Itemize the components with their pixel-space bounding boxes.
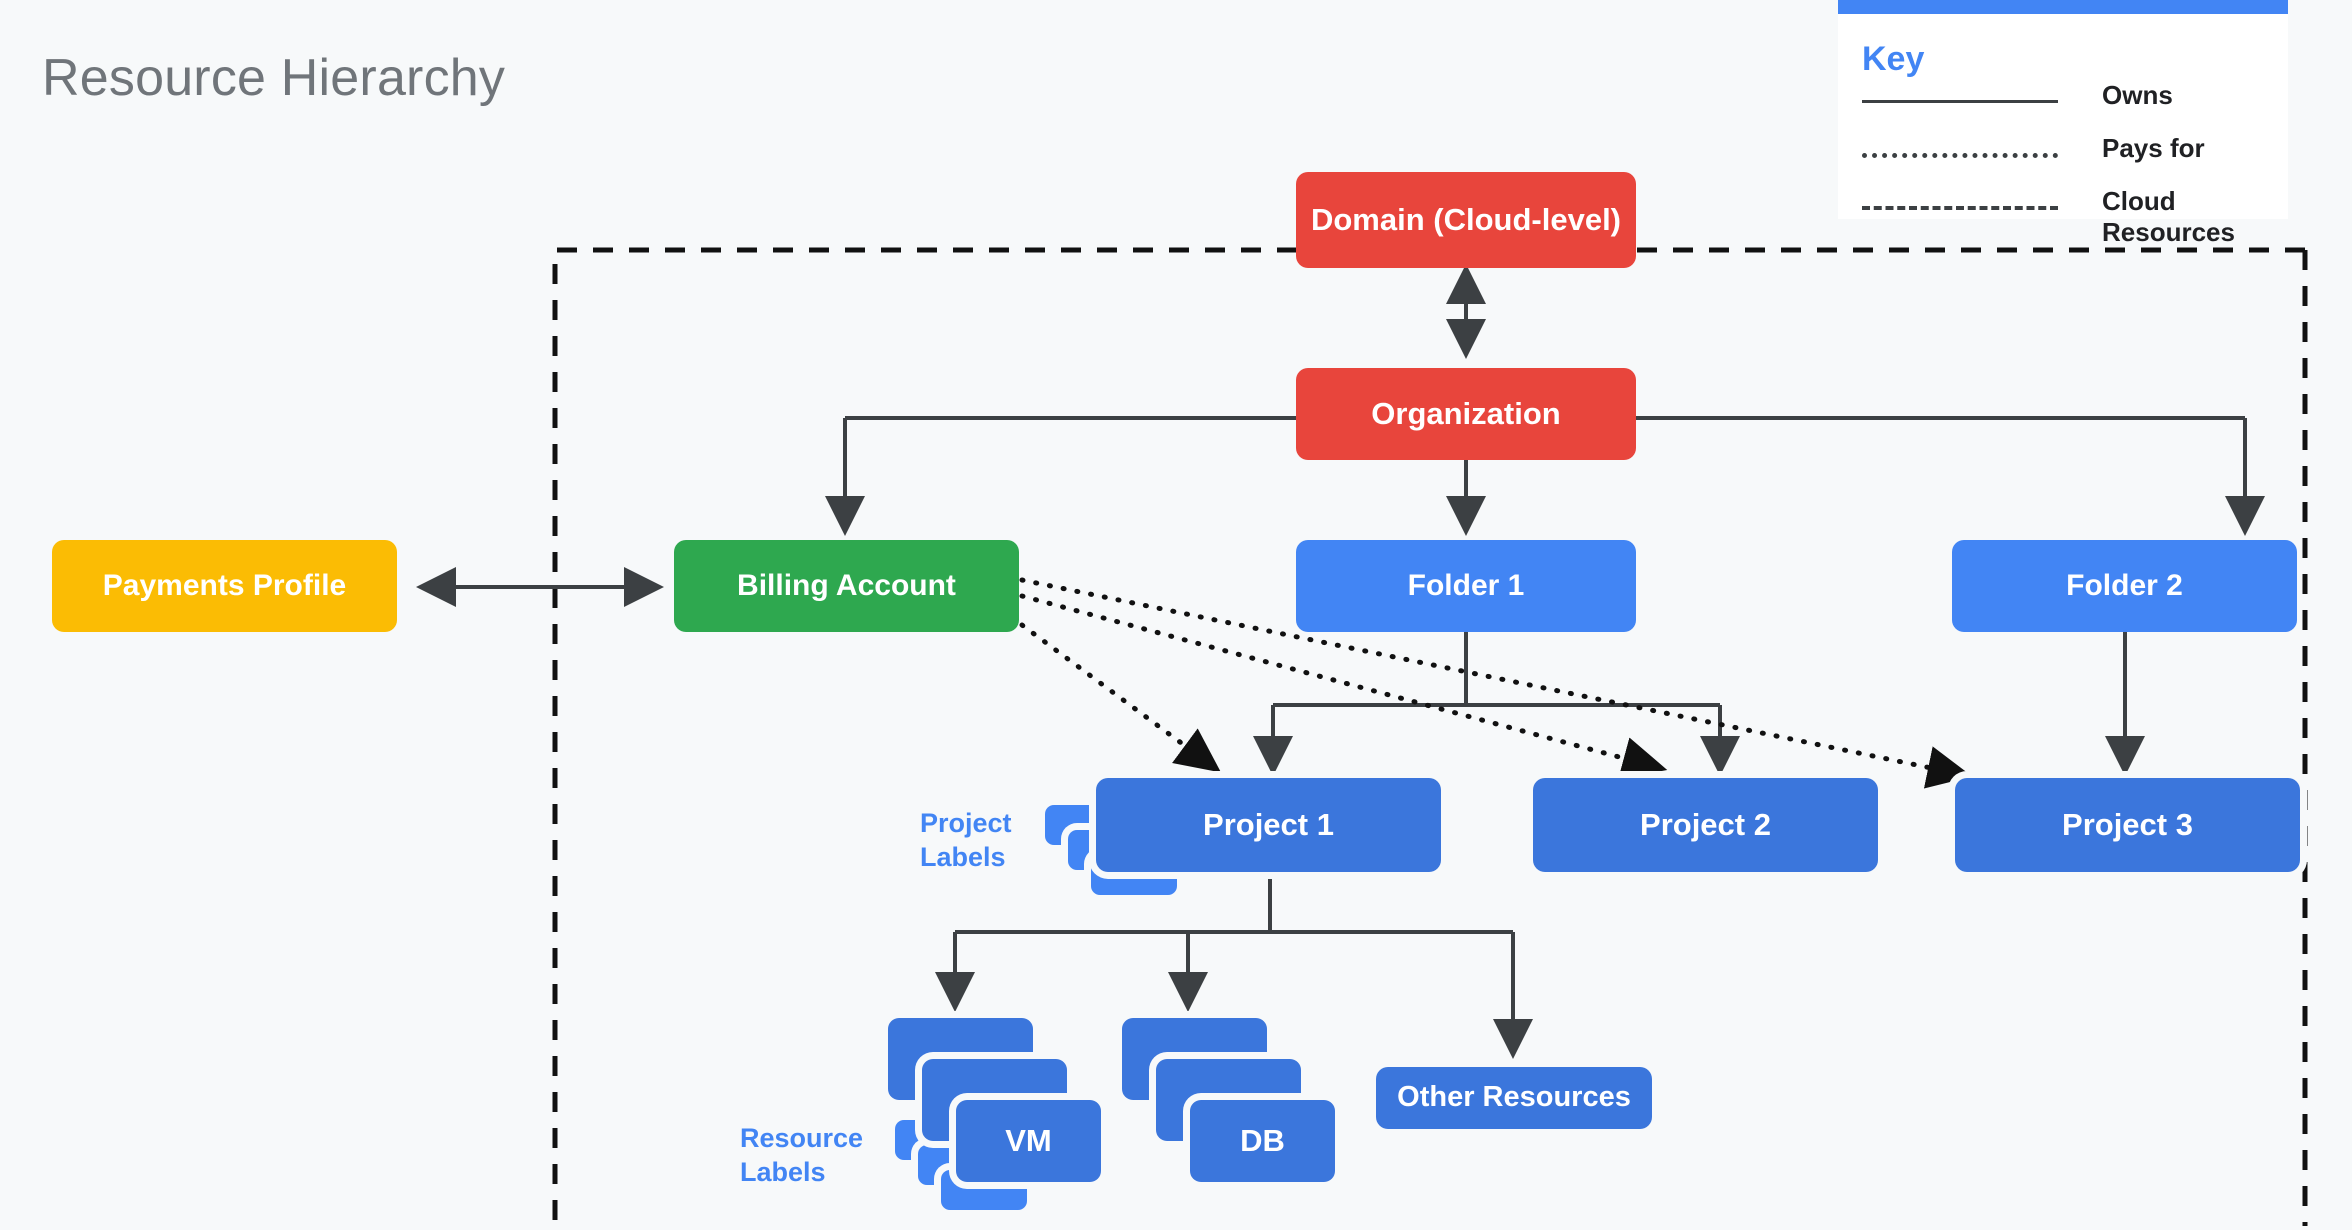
- owns-line-icon: [1862, 100, 2058, 103]
- db-card-front: DB: [1190, 1100, 1335, 1182]
- vm-label: VM: [1005, 1123, 1052, 1158]
- node-billing-account-label: Billing Account: [737, 568, 956, 602]
- node-billing-account[interactable]: Billing Account: [674, 540, 1019, 632]
- node-domain-label: Domain (Cloud-level): [1310, 202, 1621, 238]
- node-payments-profile[interactable]: Payments Profile: [52, 540, 397, 632]
- node-domain[interactable]: Domain (Cloud-level): [1296, 172, 1636, 268]
- edge-pays-project2: [1019, 593, 1668, 779]
- resource-db-stack[interactable]: DB: [1122, 1018, 1362, 1188]
- node-payments-profile-label: Payments Profile: [102, 568, 347, 602]
- node-folder-2-label: Folder 2: [2066, 568, 2183, 602]
- node-folder-2[interactable]: Folder 2: [1952, 540, 2297, 632]
- key-row-cloud-resources: Cloud Resources: [1862, 186, 2266, 247]
- page-title: Resource Hierarchy: [42, 49, 506, 107]
- node-project-1[interactable]: Project 1: [1096, 778, 1441, 872]
- key-row-owns: Owns: [1862, 80, 2266, 122]
- node-other-resources-label: Other Resources: [1397, 1081, 1631, 1114]
- node-project-2-label: Project 2: [1640, 807, 1771, 843]
- key-label-cloud-resources: Cloud Resources: [2102, 186, 2235, 248]
- project-labels-line-2: Labels: [920, 841, 1006, 872]
- node-organization-label: Organization: [1371, 396, 1561, 432]
- vm-card-front: VM: [956, 1100, 1101, 1182]
- resource-labels-text: Resource Labels: [740, 1122, 900, 1190]
- node-other-resources[interactable]: Other Resources: [1376, 1067, 1652, 1129]
- key-row-pays-for: Pays for: [1862, 133, 2266, 175]
- cloud-resources-line-icon: [1862, 206, 2058, 210]
- cloud-resources-boundary: [552, 247, 2305, 1226]
- project-labels-line-1: Project: [920, 808, 1012, 838]
- node-folder-1[interactable]: Folder 1: [1296, 540, 1636, 632]
- node-project-1-label: Project 1: [1203, 807, 1334, 843]
- node-project-2[interactable]: Project 2: [1533, 778, 1878, 872]
- project-labels-text: Project Labels: [920, 807, 1040, 875]
- edge-pays-project1: [1019, 622, 1222, 773]
- key-label-pays-for: Pays for: [2102, 133, 2205, 163]
- node-folder-1-label: Folder 1: [1407, 568, 1525, 602]
- node-organization[interactable]: Organization: [1296, 368, 1636, 460]
- db-label: DB: [1240, 1123, 1285, 1158]
- resource-labels-line-1: Resource: [740, 1123, 864, 1153]
- node-project-3[interactable]: Project 3: [1955, 778, 2300, 872]
- pays-for-line-icon: [1862, 153, 2058, 158]
- node-project-3-label: Project 3: [2062, 807, 2193, 843]
- resource-labels-line-2: Labels: [740, 1156, 826, 1187]
- key-title: Key: [1862, 40, 1925, 78]
- key-label-owns: Owns: [2102, 80, 2173, 110]
- resource-vm-stack[interactable]: VM: [888, 1018, 1128, 1188]
- key-legend: Key Owns Pays for Cloud Resources: [1838, 0, 2288, 247]
